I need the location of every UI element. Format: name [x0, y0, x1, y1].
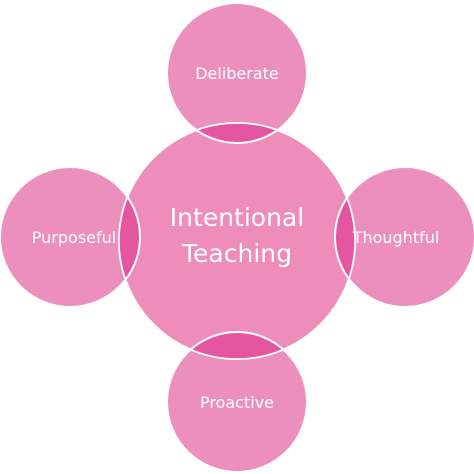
overlap-bottom — [166, 331, 308, 359]
overlap-top — [166, 123, 308, 144]
center-outline — [118, 122, 356, 360]
overlap-group — [119, 123, 355, 359]
label-deliberate: Deliberate — [195, 64, 279, 83]
label-thoughtful: Thoughtful — [352, 228, 440, 247]
center-title-line2: Teaching — [181, 239, 292, 268]
center-title-line1: Intentional — [170, 203, 304, 232]
overlap-left — [119, 166, 141, 308]
label-proactive: Proactive — [200, 393, 274, 412]
label-purposeful: Purposeful — [32, 228, 116, 247]
overlap-right — [334, 166, 355, 308]
